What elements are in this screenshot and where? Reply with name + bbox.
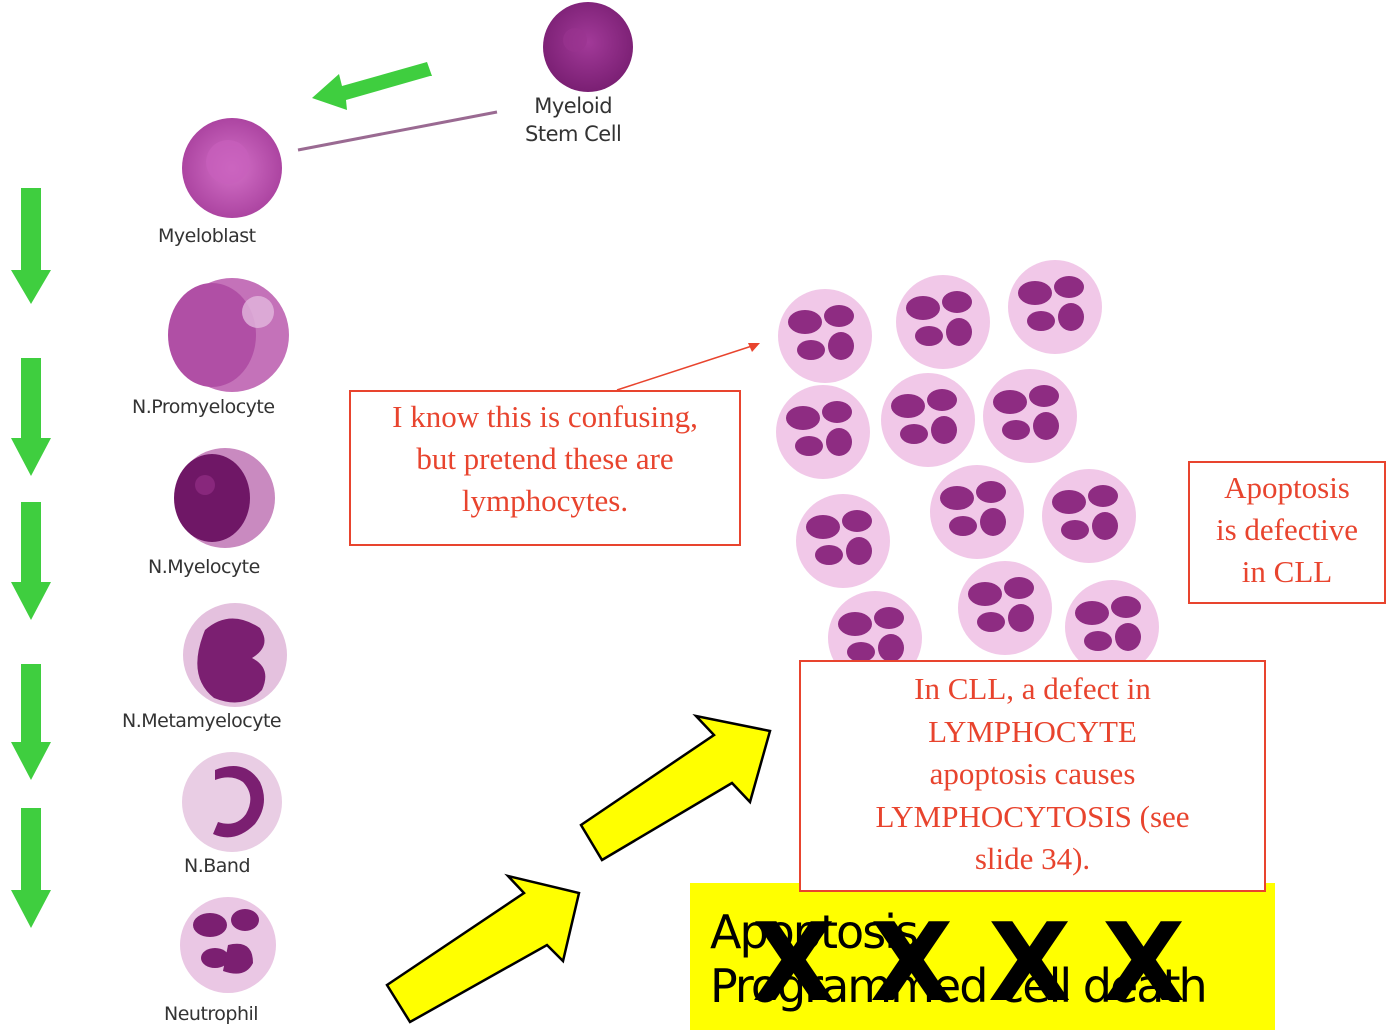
myeloid-stem-cell — [543, 2, 633, 92]
confusing-callout: I know this is confusing, but pretend th… — [349, 390, 741, 546]
confusing-line-1: I know this is confusing, — [351, 396, 739, 438]
defective-line-2: is defective — [1190, 509, 1384, 551]
neutrophil-label: Neutrophil — [164, 1003, 258, 1025]
cll-line-1: In CLL, a defect in — [801, 668, 1264, 711]
stem-cell-label: Myeloid Stem Cell — [525, 92, 621, 148]
cluster-neutrophil — [983, 369, 1077, 463]
callout-pointer — [617, 343, 760, 390]
confusing-line-3: lymphocytes. — [351, 480, 739, 522]
defective-line-1: Apoptosis — [1190, 467, 1384, 509]
cll-line-2: LYMPHOCYTE — [801, 711, 1264, 754]
stem-label-line-1: Myeloid — [534, 94, 612, 118]
cluster-neutrophil — [778, 289, 872, 383]
band-label: N.Band — [184, 855, 250, 877]
cross-mark-2: X — [870, 910, 951, 1018]
cll-defect-callout: In CLL, a defect in LYMPHOCYTE apoptosis… — [799, 660, 1266, 892]
confusing-line-2: but pretend these are — [351, 438, 739, 480]
myeloblast-cell — [182, 118, 282, 218]
metamyelocyte-label: N.Metamyelocyte — [122, 710, 281, 732]
cluster-neutrophil — [930, 465, 1024, 559]
cluster-neutrophil — [776, 385, 870, 479]
cluster-neutrophil — [896, 275, 990, 369]
stem-connector-line — [298, 112, 497, 150]
cluster-neutrophil — [796, 494, 890, 588]
cll-line-3: apoptosis causes — [801, 753, 1264, 796]
myelocyte-cell — [174, 448, 275, 548]
cluster-neutrophil — [1042, 469, 1136, 563]
cll-line-4: LYMPHOCYTOSIS (see — [801, 796, 1264, 839]
myeloblast-label: Myeloblast — [158, 225, 256, 247]
cluster-neutrophil — [1008, 260, 1102, 354]
metamyelocyte-cell — [183, 603, 287, 707]
cross-mark-3: X — [988, 910, 1069, 1018]
band-cell — [182, 752, 282, 852]
apoptosis-defective-callout: Apoptosis is defective in CLL — [1188, 461, 1386, 604]
promyelocyte-label: N.Promyelocyte — [132, 396, 275, 418]
myelocyte-label: N.Myelocyte — [148, 556, 260, 578]
cross-mark-1: X — [752, 910, 833, 1018]
cross-mark-4: X — [1102, 910, 1183, 1018]
neutrophil-cluster — [776, 260, 1159, 685]
defective-line-3: in CLL — [1190, 551, 1384, 593]
neutrophil-cell — [180, 897, 276, 993]
cluster-neutrophil — [881, 373, 975, 467]
cluster-neutrophil — [958, 561, 1052, 655]
promyelocyte-cell — [168, 278, 289, 392]
cll-line-5: slide 34). — [801, 838, 1264, 881]
stem-label-line-2: Stem Cell — [525, 122, 621, 146]
